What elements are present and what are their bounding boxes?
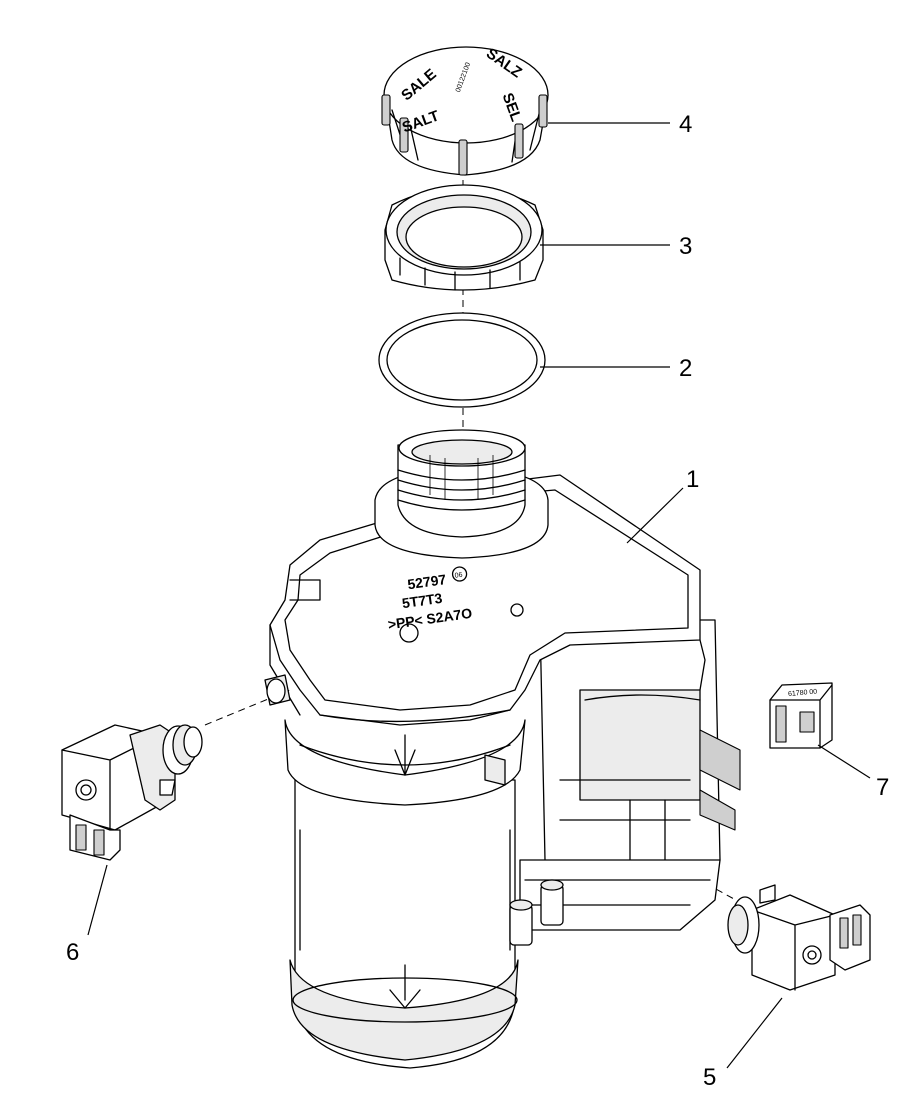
callout-2: 2 [679, 355, 692, 382]
sealing-ring [378, 312, 546, 408]
callout-numbers: 4 3 2 1 7 6 5 [66, 111, 889, 1091]
salt-cap: SALE SALZ SEL SALT 00122100 [381, 45, 549, 176]
switch-sensor: 61780 00 [769, 682, 833, 749]
callout-3: 3 [679, 233, 692, 260]
callout-4: 4 [679, 111, 692, 138]
callout-7: 7 [876, 774, 889, 801]
container-text-line3: 52797 [406, 571, 447, 592]
container-mark: 06 [454, 572, 463, 580]
leader-lines [87, 122, 871, 1069]
callout-6: 6 [66, 939, 79, 966]
part7-code: 61780 00 [788, 689, 818, 699]
container-text-line2: 5T7T3 [401, 590, 444, 612]
callout-1: 1 [686, 466, 699, 493]
salt-container: 52797 5T7T3 >PP< S2A7O 06 [264, 429, 741, 1069]
solenoid-valve-left [61, 724, 203, 861]
callout-5: 5 [703, 1064, 716, 1091]
solenoid-valve-right [727, 884, 871, 991]
threaded-ring [384, 184, 544, 291]
